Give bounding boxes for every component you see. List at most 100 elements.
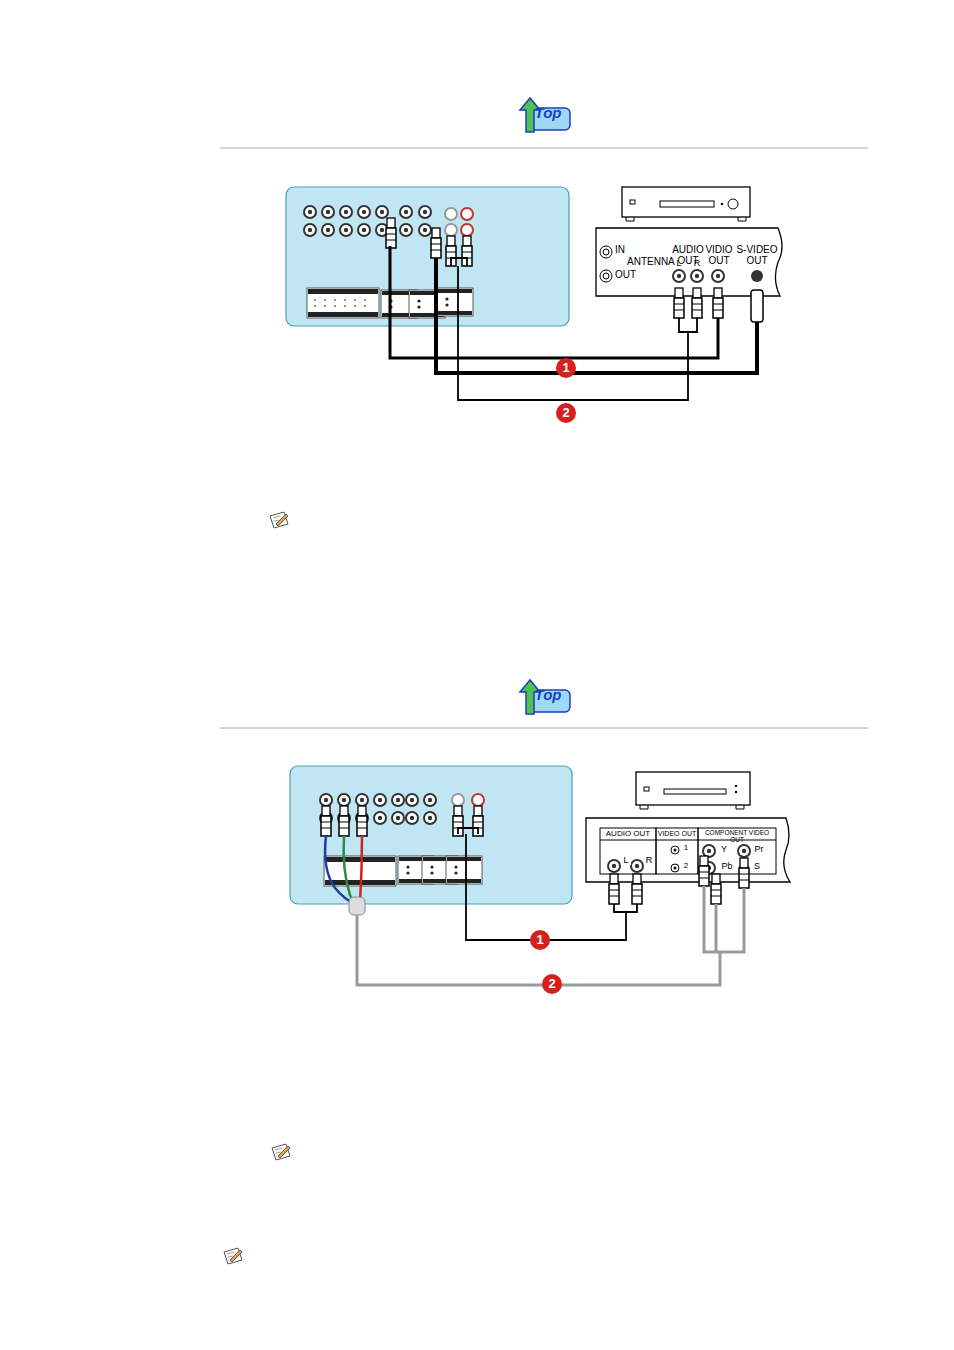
channel-label: R [644,856,654,865]
channel-label: 1 [681,844,691,852]
callout-number: 2 [556,406,576,420]
rear-panel [672,269,686,283]
monitor-panel [445,224,457,236]
monitor-panel [405,793,419,807]
monitor-panel [357,205,371,219]
monitor-panel [321,223,335,237]
illustration [520,98,570,132]
rear-panel [603,249,609,255]
monitor-panel [446,856,482,884]
top-link: Top [528,105,568,121]
monitor-panel [357,223,371,237]
rear-panel [737,844,751,858]
dvd-player [622,187,750,217]
channel-label: R [691,259,703,268]
callout-circle [530,930,562,994]
dvd-player [622,187,750,221]
monitor-panel [373,811,387,825]
monitor-panel [355,793,369,807]
monitor-panel [373,793,387,807]
plug [711,874,721,904]
rear-panel [690,269,704,283]
rear-panel [600,840,776,841]
component-cable [344,836,354,903]
callout-circle [556,403,576,423]
monitor-panel [339,223,353,237]
monitor-panel [461,208,473,220]
plug [632,874,642,904]
dvd-player [735,791,737,793]
channel-label: Y [718,845,730,854]
rear-panel [751,270,763,282]
monitor-panel [399,205,413,219]
plug [713,288,723,318]
channel-label: 2 [681,862,691,870]
component-cable [325,836,354,903]
monitor-panel [452,794,464,806]
top-link: Top [528,687,568,703]
monitor-panel [418,223,432,237]
monitor-panel [375,205,389,219]
dvd-player [660,201,714,207]
rear-panel [596,228,782,296]
cable [390,246,757,400]
dvd-player [735,785,737,787]
monitor-panel [418,205,432,219]
plug [609,874,619,904]
plug [431,228,441,258]
monitor-panel [308,289,378,294]
dvd-player [636,772,750,809]
monitor-panel [307,288,379,318]
cable [458,828,637,940]
rear-panel [711,269,725,283]
port-label: COMPONENT VIDEO OUT [699,830,775,844]
dvd-player [644,787,649,791]
rear-panel [656,828,698,874]
callout-number: 1 [530,933,550,947]
monitor-panel [391,793,405,807]
rule-line [220,148,868,728]
plug [739,858,749,888]
channel-label: L [621,856,631,865]
monitor-panel [437,288,473,316]
monitor-panel [391,811,405,825]
callout-circle [556,358,576,378]
callout-circle [530,930,550,950]
component-cable [704,886,744,952]
dvd-player [636,772,750,805]
rear-panel [607,859,621,873]
plug [609,856,749,904]
monitor-panel [337,793,351,807]
channel-label: Pr [752,845,766,854]
monitor-panel [286,187,569,326]
monitor-panel [290,766,572,904]
plug [386,218,396,248]
monitor-panel [461,224,473,236]
illustration [224,1248,242,1264]
rear-panel [603,273,609,279]
rear-panel [671,846,679,854]
monitor-panel [445,208,457,220]
cable [436,258,757,373]
monitor-panel [286,187,569,326]
callout-number: 2 [542,977,562,991]
monitor-panel [319,793,333,807]
port-label: VIDIO OUT [705,245,733,266]
channel-label: L [673,259,685,268]
component-cable [325,836,362,903]
rear-panel [674,849,677,852]
monitor-panel [303,223,317,237]
port-label: AUDIO OUT [601,830,655,838]
plug [751,290,763,322]
port-label: AUDIO OUT [668,245,708,266]
monitor-panel [472,794,484,806]
callout-circle [542,974,562,994]
illustration [270,512,288,528]
monitor-panel [290,766,572,904]
monitor-panel [339,205,353,219]
rear-panel [586,818,790,882]
illustration [520,680,570,714]
illustration [272,1144,290,1160]
component-cable [360,836,362,903]
